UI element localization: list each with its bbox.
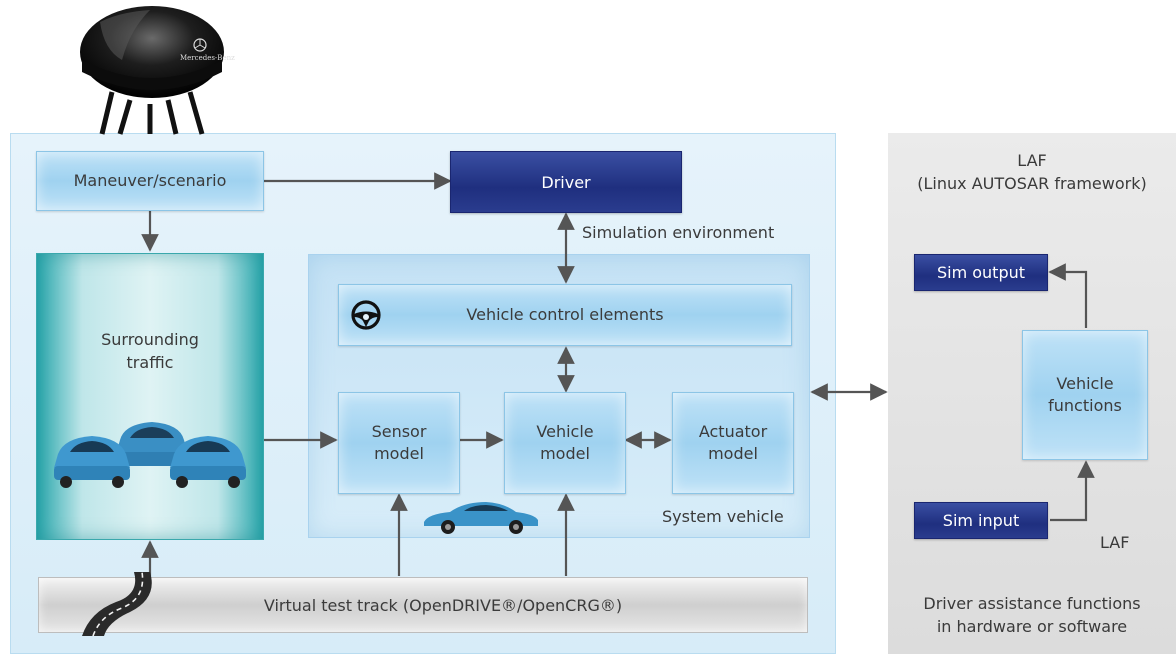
laf-title-line2: (Linux AUTOSAR framework)	[917, 174, 1147, 194]
surrounding-traffic-line1: Surrounding	[101, 330, 199, 349]
sensor-model-line1: Sensor	[371, 422, 427, 442]
sensor-model-line2: model	[374, 444, 424, 463]
vehicle-model-line1: Vehicle	[536, 422, 594, 442]
vehicle-functions-line2: functions	[1048, 396, 1122, 415]
arrow-input-functions	[1050, 460, 1095, 522]
actuator-model-box[interactable]: Actuator model	[672, 392, 794, 494]
traffic-cars-icon	[54, 422, 246, 488]
vehicle-control-elements-label: Vehicle control elements	[466, 305, 664, 325]
maneuver-scenario-label: Maneuver/scenario	[73, 171, 227, 191]
laf-label: LAF	[1100, 533, 1130, 552]
steering-wheel-icon	[351, 300, 381, 330]
actuator-model-line1: Actuator	[698, 422, 768, 442]
surrounding-traffic-line2: traffic	[126, 353, 174, 373]
virtual-test-track-label: Virtual test track (OpenDRIVE®/OpenCRG®)	[263, 595, 623, 615]
actuator-model-line2: model	[708, 444, 758, 463]
simulation-environment-label: Simulation environment	[582, 223, 775, 242]
road-icon	[82, 572, 152, 636]
sim-input-label: Sim input	[942, 511, 1020, 530]
laf-footer: Driver assistance functions in hardware …	[888, 592, 1176, 638]
sim-output-label: Sim output	[936, 263, 1026, 282]
traffic-car-right	[170, 436, 246, 488]
laf-footer-line1: Driver assistance functions	[923, 594, 1141, 613]
sim-input-box[interactable]: Sim input	[914, 502, 1048, 539]
sim-output-box[interactable]: Sim output	[914, 254, 1048, 291]
driver-box[interactable]: Driver	[450, 151, 682, 213]
traffic-car-back	[116, 422, 188, 466]
system-vehicle-car-icon	[424, 502, 538, 534]
dome-brand-text: Mercedes-Benz	[180, 54, 235, 62]
vehicle-model-box[interactable]: Vehicle model	[504, 392, 626, 494]
laf-title-line1: LAF	[1017, 151, 1047, 170]
vehicle-model-line2: model	[540, 444, 590, 463]
sensor-model-box[interactable]: Sensor model	[338, 392, 460, 494]
laf-footer-line2: in hardware or software	[936, 617, 1128, 637]
laf-title: LAF (Linux AUTOSAR framework)	[888, 149, 1176, 195]
driver-label: Driver	[541, 172, 591, 192]
maneuver-scenario-box[interactable]: Maneuver/scenario	[36, 151, 264, 211]
system-vehicle-label: System vehicle	[662, 507, 784, 526]
vehicle-functions-line1: Vehicle	[1056, 374, 1114, 394]
virtual-test-track-box[interactable]: Virtual test track (OpenDRIVE®/OpenCRG®)	[38, 577, 808, 633]
surrounding-traffic-box[interactable]	[36, 253, 264, 540]
vehicle-control-elements-box[interactable]: Vehicle control elements	[338, 284, 792, 346]
vehicle-functions-box[interactable]: Vehicle functions	[1022, 330, 1148, 460]
arrow-functions-output	[1048, 263, 1088, 328]
surrounding-traffic-label: Surrounding traffic	[36, 328, 264, 374]
traffic-car-left	[54, 436, 130, 488]
